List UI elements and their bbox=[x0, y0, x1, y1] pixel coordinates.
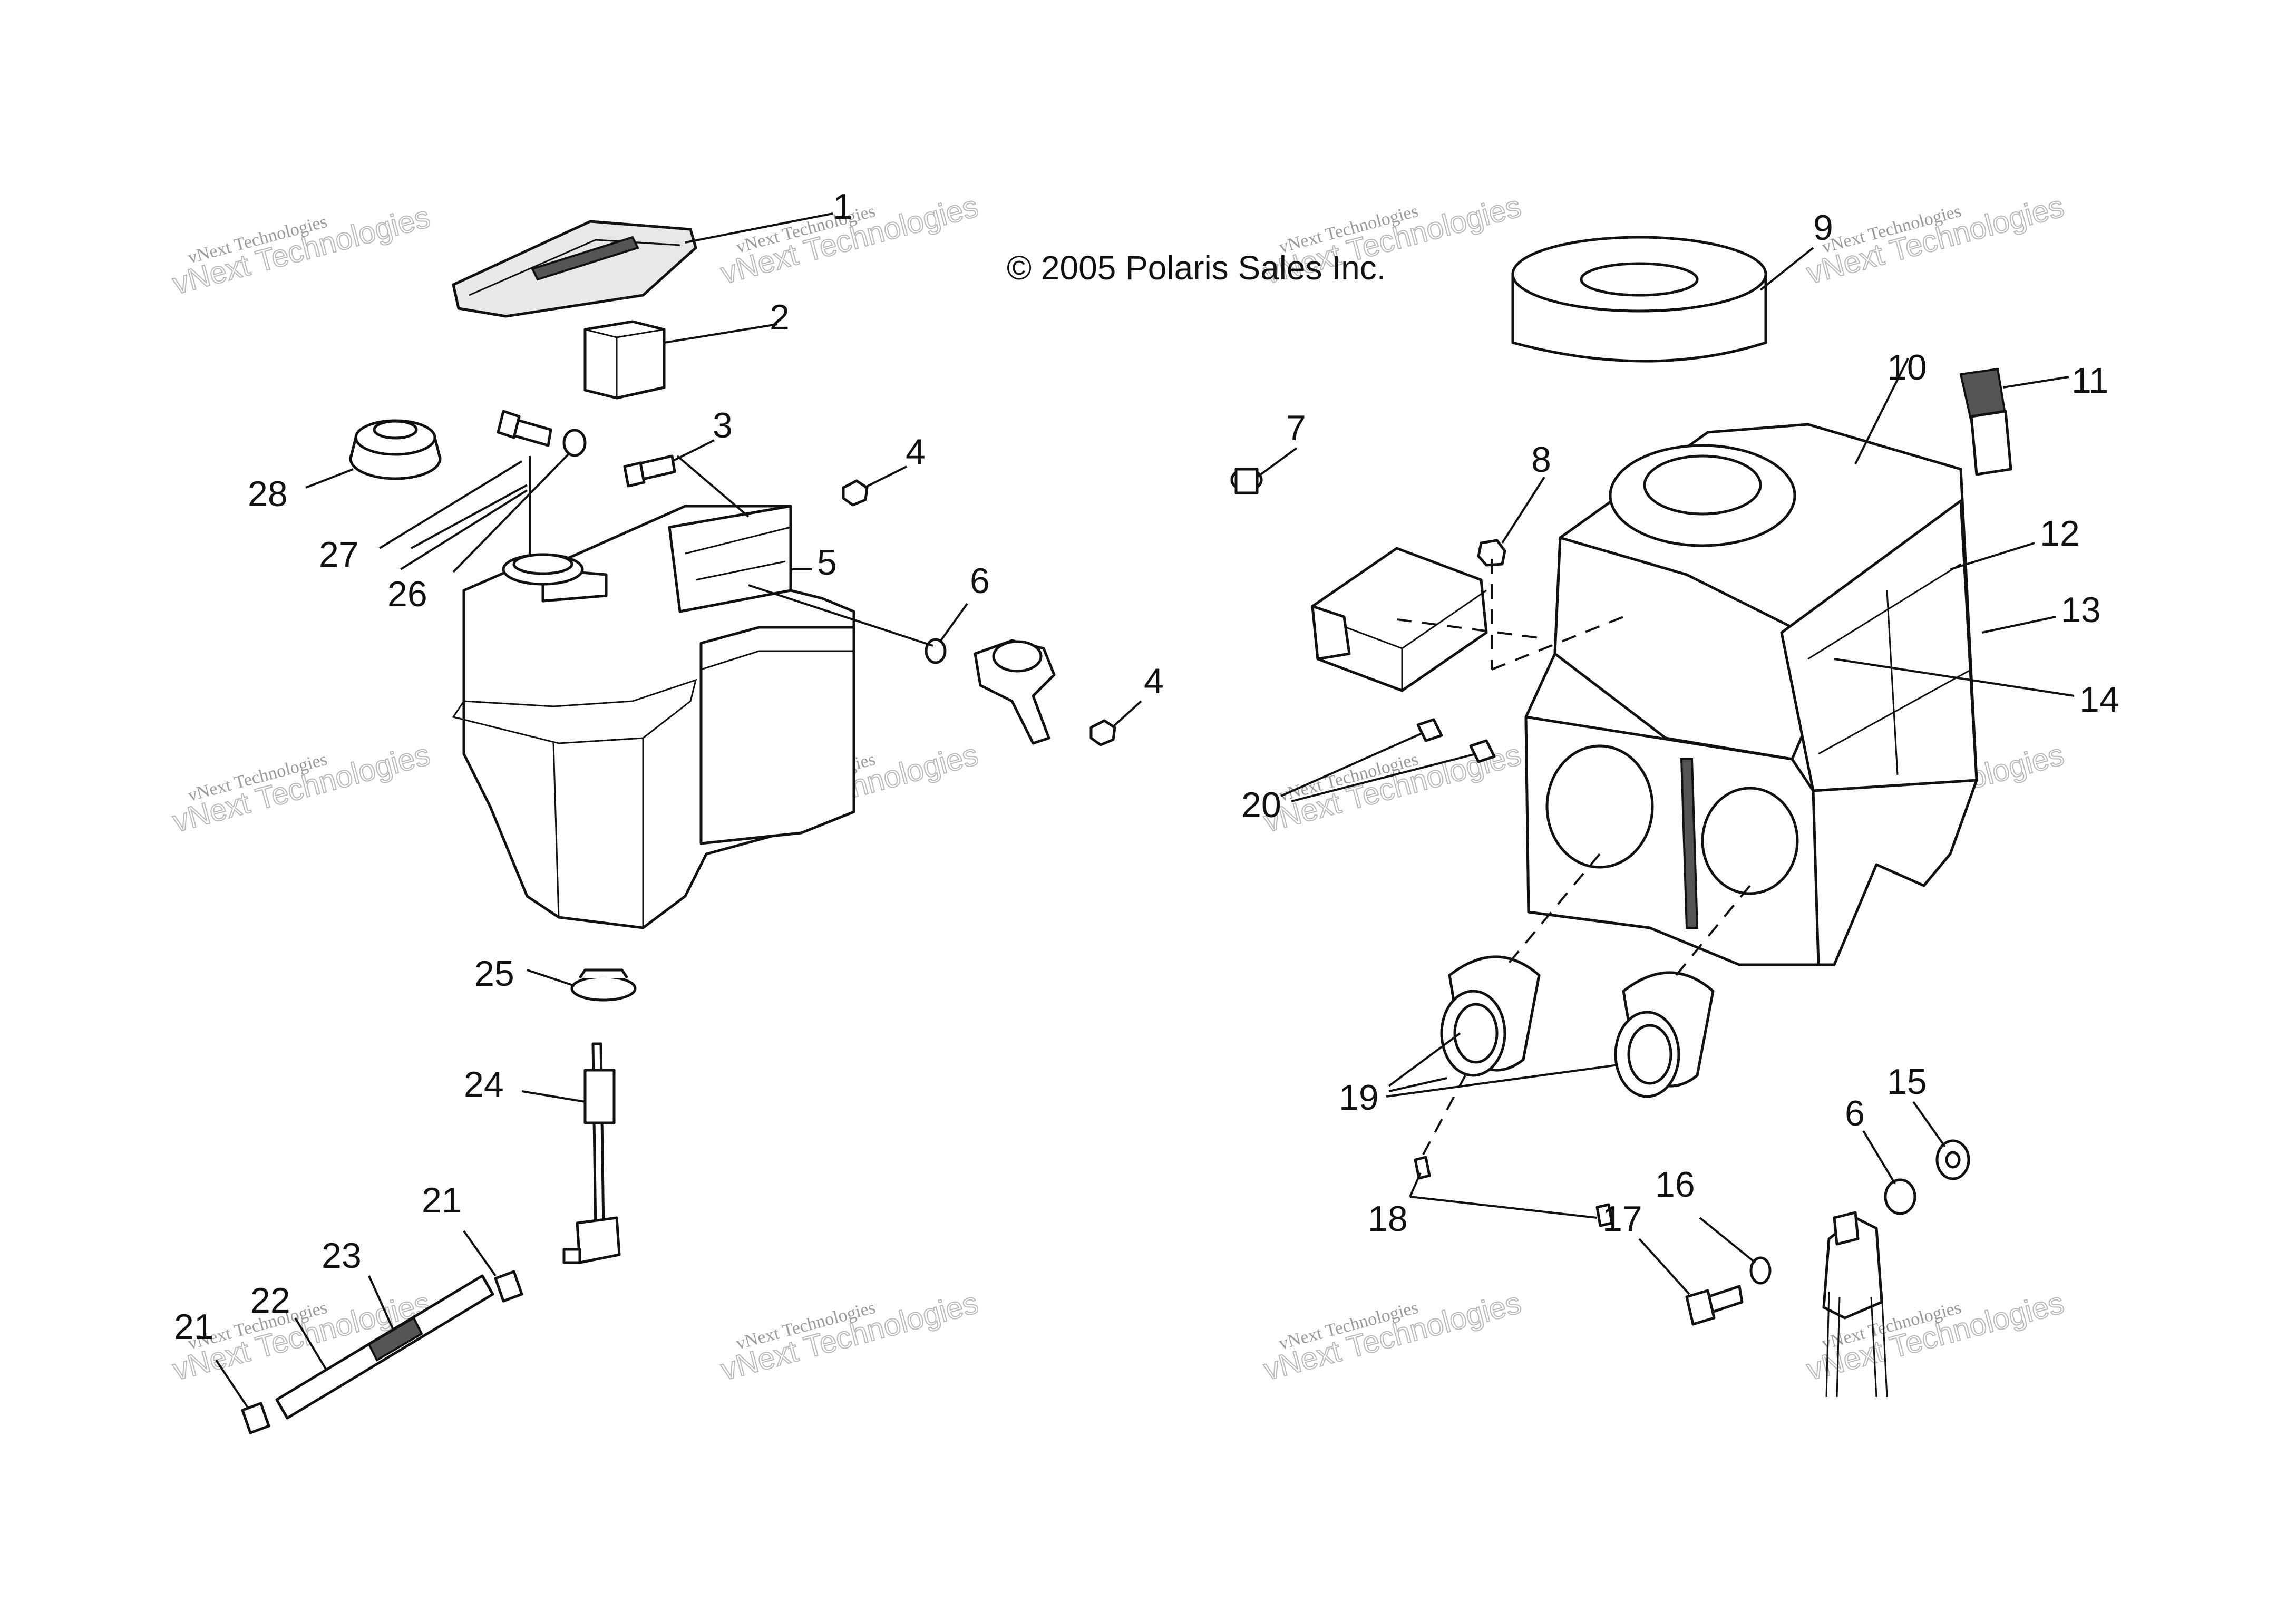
part-26-washer bbox=[562, 429, 587, 457]
copyright-notice: © 2005 Polaris Sales Inc. bbox=[1007, 249, 1386, 287]
callout-6-right: 6 bbox=[1845, 1093, 1865, 1133]
part-21-sleeve-right bbox=[494, 1270, 523, 1303]
part-6-grommet-left bbox=[925, 638, 947, 664]
watermark: vNext Technologies vNext Technologies bbox=[717, 1285, 982, 1388]
watermark: vNext Technologies vNext Technologies bbox=[1803, 189, 2068, 292]
ignition-coil bbox=[1822, 1211, 1888, 1398]
part-18-screw-right bbox=[1595, 1203, 1613, 1227]
callout-11: 11 bbox=[2071, 361, 2109, 401]
callout-18: 18 bbox=[1368, 1199, 1408, 1239]
leader-lines bbox=[215, 212, 2075, 1409]
part-24-level-sensor bbox=[562, 1042, 621, 1264]
callout-25: 25 bbox=[474, 954, 514, 994]
part-6-grommet-right bbox=[1884, 1178, 1916, 1215]
callout-5: 5 bbox=[817, 542, 837, 583]
part-1-tank-cover bbox=[452, 220, 697, 318]
part-21-sleeve-left bbox=[241, 1402, 270, 1434]
callout-26: 26 bbox=[387, 574, 427, 614]
watermark: vNext Technologies vNext Technologies bbox=[169, 737, 434, 840]
part-7-screw bbox=[1230, 468, 1263, 494]
callout-28: 28 bbox=[248, 474, 288, 514]
callout-24: 24 bbox=[464, 1064, 504, 1104]
callout-15: 15 bbox=[1887, 1062, 1927, 1102]
callout-4-upper: 4 bbox=[906, 432, 926, 472]
assembly-dashed-lines bbox=[1396, 559, 1751, 1155]
callout-14: 14 bbox=[2079, 680, 2119, 720]
callout-12: 12 bbox=[2040, 513, 2080, 554]
callout-labels: 1 2 3 4 5 6 4 28 27 26 25 24 21 23 22 21… bbox=[174, 187, 2119, 1347]
part-11-clip bbox=[1959, 367, 2012, 476]
part-2-foam-block bbox=[583, 320, 666, 400]
part-25-grommet bbox=[570, 968, 637, 1002]
part-19-boot-right bbox=[1614, 971, 1715, 1098]
callout-4-lower: 4 bbox=[1144, 661, 1164, 701]
part-8-nut bbox=[1477, 539, 1506, 567]
part-16-washer bbox=[1749, 1256, 1772, 1285]
part-4-nut-lower bbox=[1089, 719, 1116, 746]
part-19-boot-left bbox=[1440, 955, 1541, 1077]
oil-tank-body bbox=[452, 505, 855, 929]
callout-9: 9 bbox=[1813, 208, 1833, 248]
callout-27: 27 bbox=[319, 535, 359, 575]
callout-19: 19 bbox=[1339, 1078, 1379, 1118]
part-15-fastener bbox=[1935, 1139, 1970, 1180]
airbox-housing bbox=[1524, 423, 1978, 966]
callout-16: 16 bbox=[1655, 1165, 1695, 1205]
part-18-screw-left bbox=[1414, 1156, 1431, 1180]
callout-21-right: 21 bbox=[422, 1180, 462, 1220]
callout-1: 1 bbox=[833, 187, 853, 227]
part-27-bolt bbox=[497, 410, 552, 447]
callout-7: 7 bbox=[1286, 408, 1306, 448]
part-22-hose bbox=[275, 1274, 494, 1420]
watermark: vNext Technologies vNext Technologies bbox=[169, 199, 434, 302]
callout-8: 8 bbox=[1531, 440, 1551, 480]
callout-6-left: 6 bbox=[970, 561, 990, 601]
callout-23: 23 bbox=[322, 1236, 362, 1276]
callout-21-left: 21 bbox=[174, 1307, 214, 1347]
callout-13: 13 bbox=[2061, 590, 2101, 630]
part-9-foam-ring bbox=[1511, 236, 1767, 363]
callout-2: 2 bbox=[770, 297, 790, 337]
part-3-bolt bbox=[623, 454, 676, 488]
part-20-fitting bbox=[1416, 718, 1496, 763]
watermark: vNext Technologies vNext Technologies bbox=[1260, 1285, 1525, 1388]
callout-17: 17 bbox=[1602, 1199, 1642, 1239]
callout-3: 3 bbox=[713, 405, 733, 445]
callout-22: 22 bbox=[250, 1281, 290, 1321]
callout-20: 20 bbox=[1241, 785, 1281, 825]
part-17-bolt bbox=[1685, 1285, 1744, 1326]
part-4-nut-upper bbox=[842, 479, 869, 507]
part-23-spring bbox=[367, 1316, 423, 1362]
callout-10: 10 bbox=[1887, 347, 1927, 387]
oil-pump-sensor bbox=[974, 639, 1056, 745]
part-28-filler-cap bbox=[349, 419, 442, 480]
